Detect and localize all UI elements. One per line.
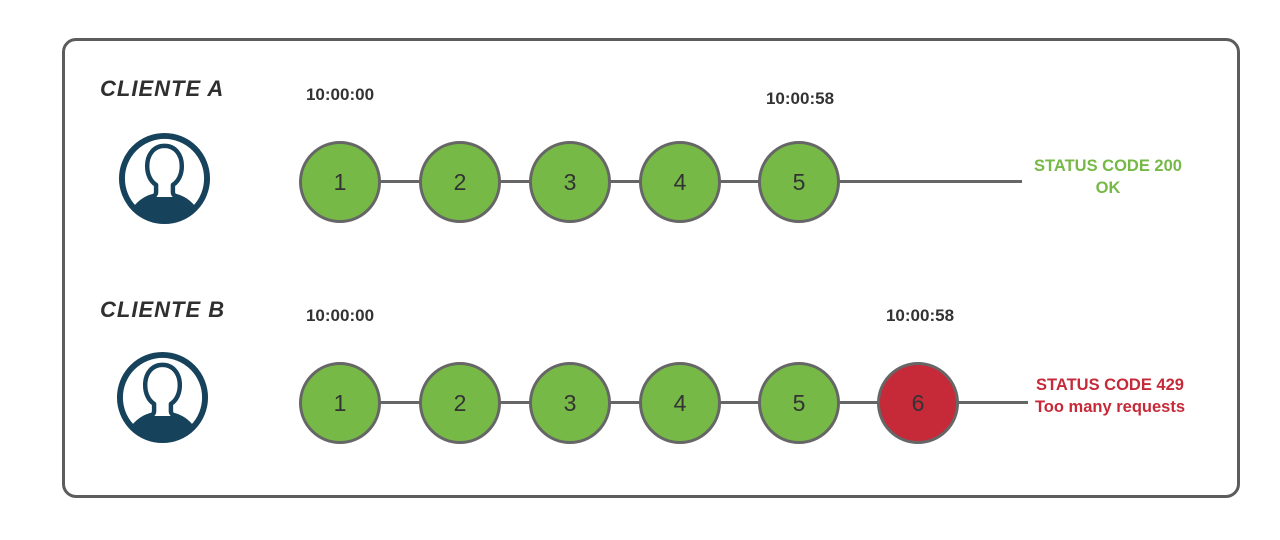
request-circle-a3: 3 <box>529 141 611 223</box>
client-a-label: CLIENTE A <box>100 76 225 101</box>
status-b-code: STATUS CODE 429 <box>1036 376 1184 394</box>
timestamp-a-start: 10:00:00 <box>305 85 375 104</box>
request-circle-a4: 4 <box>639 141 721 223</box>
request-circle-a5: 5 <box>758 141 840 223</box>
status-b: STATUS CODE 429 Too many requests <box>1026 374 1194 418</box>
status-a-message: OK <box>1095 179 1121 197</box>
request-circle-b5: 5 <box>758 362 840 444</box>
status-b-message: Too many requests <box>1034 398 1186 416</box>
status-a-code: STATUS CODE 200 <box>1034 157 1182 175</box>
request-circle-b4: 4 <box>639 362 721 444</box>
request-circle-b6: 6 <box>877 362 959 444</box>
client-b-label: CLIENTE B <box>100 297 226 322</box>
user-avatar-icon <box>118 132 211 225</box>
request-circle-a2: 2 <box>419 141 501 223</box>
status-a: STATUS CODE 200 OK <box>1026 155 1190 199</box>
request-circle-a1: 1 <box>299 141 381 223</box>
user-avatar-icon <box>116 351 209 444</box>
timestamp-b-start: 10:00:00 <box>305 306 375 325</box>
timestamp-b-end: 10:00:58 <box>885 306 955 325</box>
request-circle-b3: 3 <box>529 362 611 444</box>
request-circle-b1: 1 <box>299 362 381 444</box>
timestamp-a-end: 10:00:58 <box>765 89 835 108</box>
request-circle-b2: 2 <box>419 362 501 444</box>
